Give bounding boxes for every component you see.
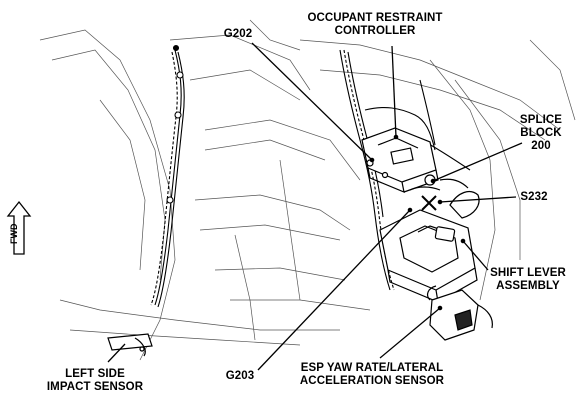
left-side-impact-line-2: IMPACT SENSOR — [46, 381, 144, 393]
shift-lever-assembly-label: SHIFT LEVER ASSEMBLY — [486, 267, 570, 293]
occupant-restraint-controller-line-2: CONTROLLER — [334, 25, 416, 37]
left-side-impact-line-1: LEFT SIDE — [65, 368, 125, 380]
fwd-label: FWD — [9, 223, 19, 245]
splice-block-200-label: SPLICE BLOCK 200 — [516, 114, 566, 153]
splice-block-line-2: BLOCK — [520, 127, 562, 139]
left-wiring-harness — [150, 44, 185, 308]
occupant-restraint-controller-line-1: OCCUPANT RESTRAINT — [307, 12, 443, 24]
splice-block-line-1: SPLICE — [519, 114, 563, 126]
left-side-impact-sensor-label: LEFT SIDE IMPACT SENSOR — [40, 368, 150, 394]
splice-block-200-component — [409, 174, 441, 211]
shift-lever-line-2: ASSEMBLY — [496, 280, 560, 292]
esp-yaw-sensor-module — [426, 285, 493, 341]
shift-lever-line-1: SHIFT LEVER — [490, 267, 566, 279]
g202-label: G202 — [223, 28, 253, 40]
up-arrow-icon — [6, 200, 32, 255]
leader-dots — [369, 134, 466, 311]
occupant-restraint-controller-label: OCCUPANT RESTRAINT CONTROLLER — [290, 12, 460, 38]
vehicle-floor-outline — [39, 19, 576, 361]
s232-label: S232 — [520, 191, 548, 203]
left-side-impact-sensor-part — [107, 333, 153, 357]
esp-yaw-line-2: ACCELERATION SENSOR — [299, 375, 445, 387]
leader-lines — [107, 42, 523, 371]
esp-yaw-line-1: ESP YAW RATE/LATERAL — [300, 362, 444, 374]
occupant-restraint-controller-module — [361, 127, 439, 193]
splice-block-line-3: 200 — [531, 140, 551, 152]
esp-yaw-sensor-label: ESP YAW RATE/LATERAL ACCELERATION SENSOR — [282, 362, 462, 388]
shift-lever-assembly-module — [379, 178, 480, 303]
g203-label: G203 — [225, 370, 255, 382]
